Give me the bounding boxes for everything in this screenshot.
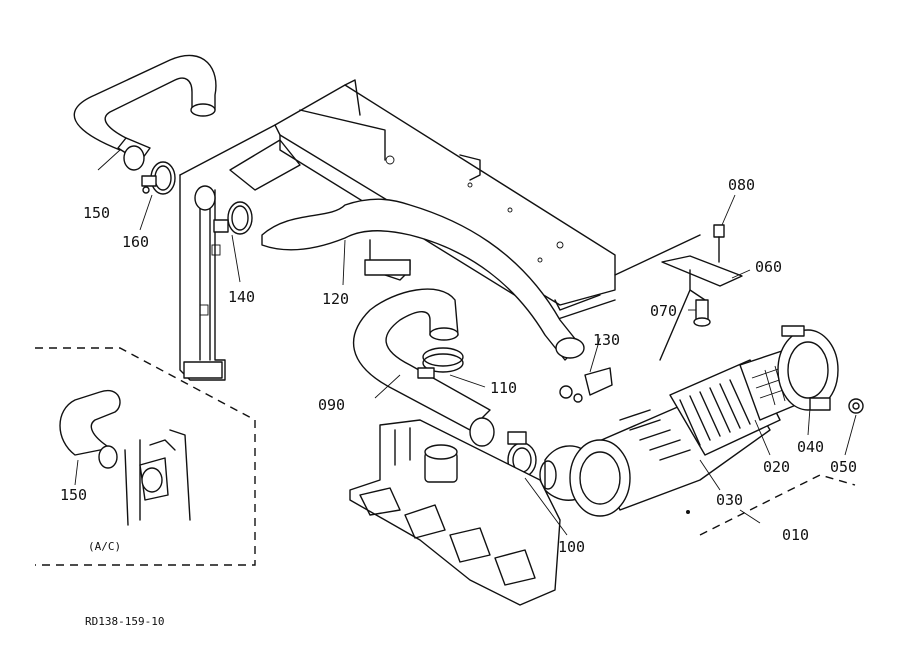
- callout-100: 100: [558, 538, 585, 556]
- mounting-frame: [179, 79, 701, 381]
- exhaust-manifold: [349, 419, 561, 606]
- callout-150-inset: 150: [60, 486, 87, 504]
- callout-110: 110: [490, 379, 517, 397]
- clamp-110: [417, 347, 464, 379]
- callout-060: 060: [755, 258, 782, 276]
- bolt-080: [713, 224, 725, 263]
- hose-090: [352, 288, 495, 447]
- hose-150-top: [73, 54, 217, 171]
- figure-code: RD138-159-10: [85, 615, 164, 628]
- callout-120: 120: [322, 290, 349, 308]
- callout-030: 030: [716, 491, 743, 509]
- callout-080: 080: [728, 176, 755, 194]
- callout-labels: 150 160 140 120 090 110 100 130 080 060 …: [60, 176, 857, 556]
- bracket-130: [559, 367, 613, 403]
- callout-040: 040: [797, 438, 824, 456]
- bracket-060: [661, 255, 743, 301]
- callout-010: 010: [782, 526, 809, 544]
- callout-130: 130: [593, 331, 620, 349]
- callout-160: 160: [122, 233, 149, 251]
- clamp-160: [141, 161, 176, 195]
- leader-lines: [74, 149, 857, 536]
- callout-140: 140: [228, 288, 255, 306]
- group-boundary-010: [699, 474, 856, 536]
- callout-070: 070: [650, 302, 677, 320]
- inset-label: (A/C): [88, 540, 121, 553]
- inset-ac: [35, 347, 256, 566]
- hose-120: [194, 185, 585, 361]
- callout-050: 050: [830, 458, 857, 476]
- clamp-140: [213, 201, 253, 235]
- callout-150: 150: [83, 204, 110, 222]
- bolt-070: [693, 299, 711, 327]
- callout-020: 020: [763, 458, 790, 476]
- air-cleaner-assembly: [569, 325, 864, 517]
- callout-090: 090: [318, 396, 345, 414]
